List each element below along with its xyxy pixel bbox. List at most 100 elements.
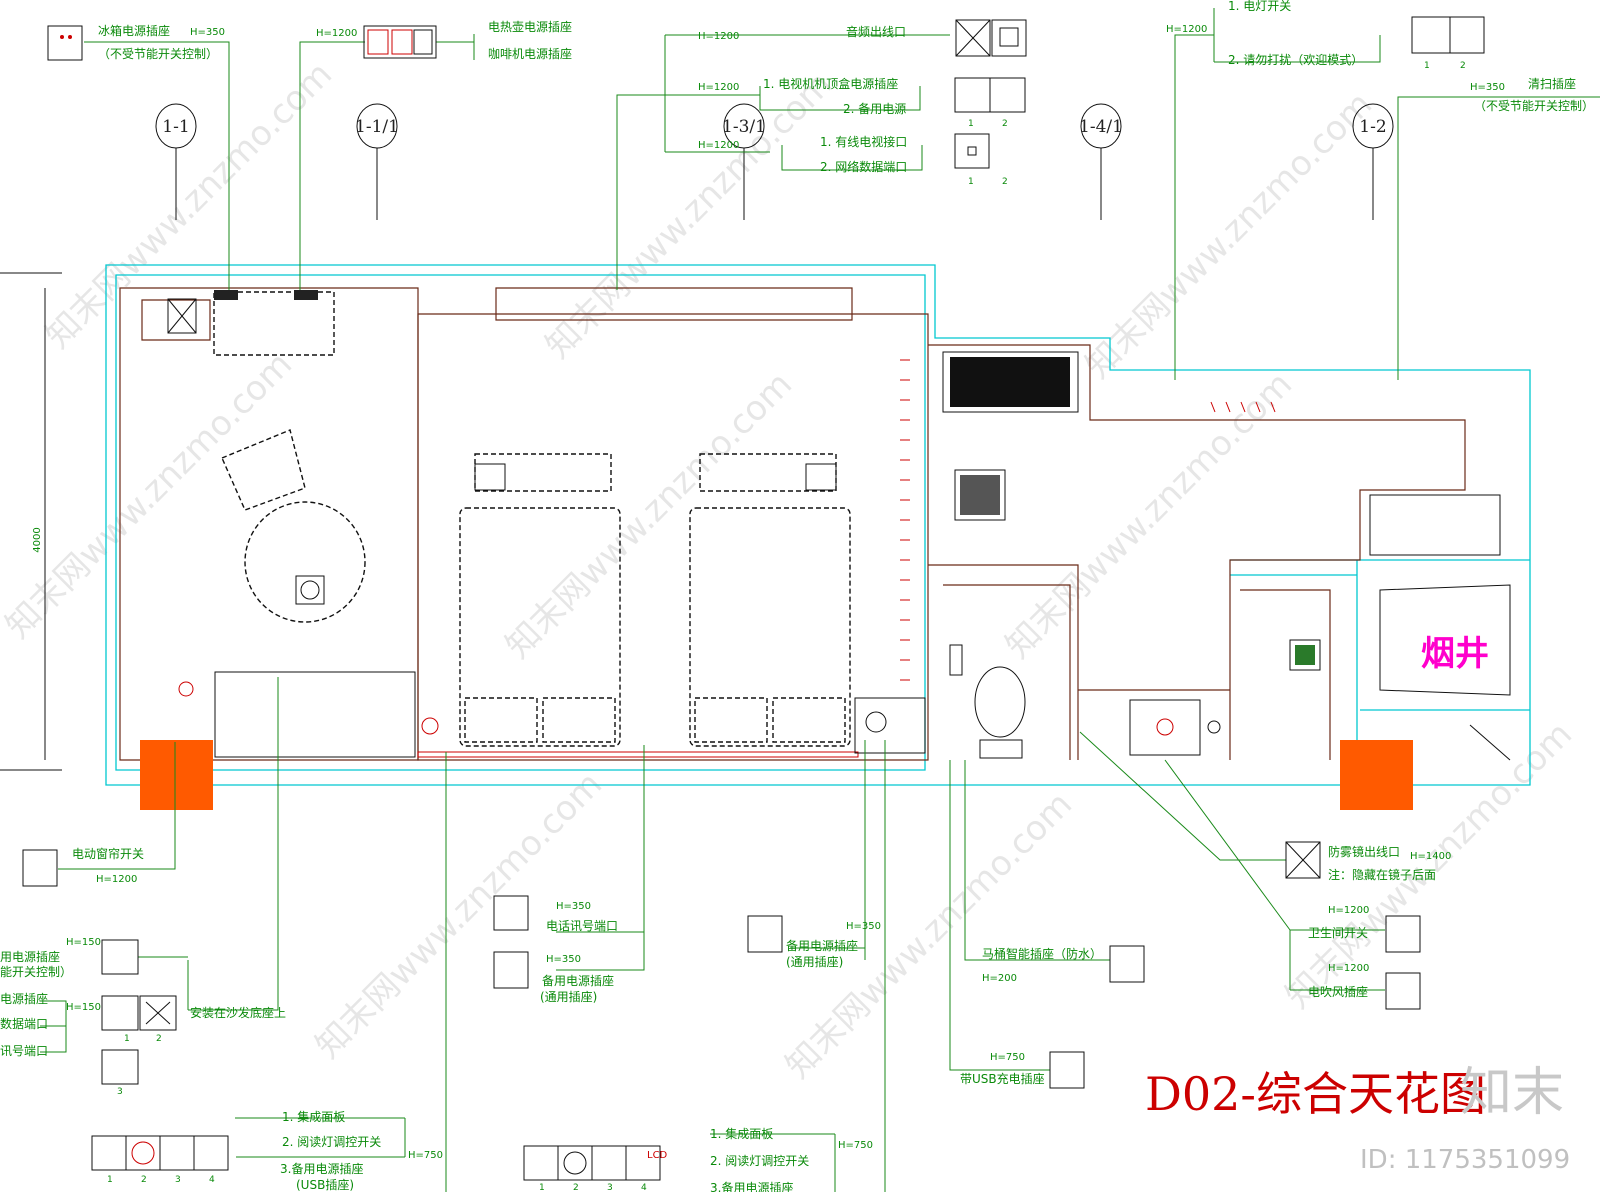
height-label: H=750 [990, 1052, 1025, 1063]
height-label: H=1200 [698, 82, 739, 93]
label: 1. 有线电视接口 [820, 134, 907, 149]
leader-lines [40, 8, 1600, 1192]
shaft-label: 烟井 [1421, 634, 1489, 674]
index-number: 1 [539, 1183, 545, 1192]
label: 1. 集成面板 [710, 1126, 773, 1141]
index-number: 1 [107, 1175, 113, 1185]
height-label: H=350 [846, 921, 881, 932]
label: 音频出线口 [846, 24, 906, 39]
watermark: 知末网www.znzmo.com [498, 364, 800, 666]
height-label: H=350 [556, 901, 591, 912]
label: 能开关控制） [0, 965, 72, 979]
height-label: H=1200 [1328, 963, 1369, 974]
height-label: H=350 [546, 954, 581, 965]
label: 带USB充电插座 [960, 1071, 1045, 1086]
watermark: 知末网www.znzmo.com [1078, 84, 1380, 386]
label: 电源插座 [0, 991, 48, 1006]
label: 1. 集成面板 [282, 1109, 345, 1124]
height-label: H=150 [66, 937, 101, 948]
index-number: 2 [573, 1183, 579, 1192]
label: 注：隐藏在镜子后面 [1328, 867, 1436, 882]
label: 讯号端口 [0, 1044, 48, 1058]
room-outline [105, 264, 1531, 786]
height-label: H=350 [190, 27, 225, 38]
label: 卫生间开关 [1308, 926, 1368, 940]
index-number: 2 [156, 1034, 162, 1044]
label: 2. 请勿打扰（欢迎模式） [1228, 52, 1363, 67]
index-number: 1 [968, 177, 974, 187]
index-number: 4 [209, 1175, 215, 1185]
height-label: H=1200 [96, 874, 137, 885]
logo: 知末 [1460, 1063, 1564, 1123]
lcd-label: LCD [647, 1150, 668, 1161]
walls [119, 287, 1466, 761]
index-number: 4 [641, 1183, 647, 1192]
index-number: 1 [124, 1034, 130, 1044]
watermark: 知末网www.znzmo.com [1278, 714, 1580, 1016]
height-label: H=1200 [1328, 905, 1369, 916]
label: （不受节能开关控制） [1474, 99, 1594, 113]
axis-bubble-label: 1-1 [162, 117, 189, 137]
label: 安装在沙发底座上 [190, 1005, 286, 1020]
watermark: 知末网www.znzmo.com [38, 54, 340, 356]
label: 冰箱电源插座 [98, 23, 170, 38]
height-label: H=150 [66, 1002, 101, 1013]
label: 清扫插座 [1528, 76, 1576, 91]
index-number: 3 [607, 1183, 613, 1192]
index-number: 2 [141, 1175, 147, 1185]
device-icons [22, 16, 1485, 1181]
watermark: 知末网www.znzmo.com [308, 764, 610, 1066]
label: (USB插座) [296, 1177, 354, 1192]
height-label: H=1200 [698, 31, 739, 42]
label: 2. 阅读灯调控开关 [282, 1135, 381, 1149]
index-number: 1 [968, 119, 974, 129]
axis-bubble-label: 1-4/1 [1079, 117, 1123, 137]
height-label: H=750 [408, 1150, 443, 1161]
label: 备用电源插座 [542, 973, 614, 988]
riser-block [1340, 740, 1413, 810]
label: 2. 备用电源 [843, 102, 906, 116]
label: 备用电源插座 [786, 938, 858, 953]
height-label: H=1200 [316, 28, 357, 39]
index-number: 3 [117, 1087, 123, 1097]
height-label: H=350 [1470, 82, 1505, 93]
bathroom-fixtures [942, 351, 1511, 761]
label: 2. 网络数据端口 [820, 159, 907, 174]
label: 电话讯号端口 [546, 919, 618, 933]
ac-vent-arrows [900, 359, 1276, 681]
index-number: 2 [1002, 177, 1008, 187]
index-number: 2 [1002, 119, 1008, 129]
height-label: H=1200 [698, 140, 739, 151]
index-number: 1 [1424, 61, 1430, 71]
axis-bubble-label: 1-3/1 [722, 117, 766, 137]
index-number: 3 [175, 1175, 181, 1185]
beds [421, 453, 926, 754]
label: (通用插座) [786, 954, 843, 969]
label: 3.备用电源插座 [710, 1180, 793, 1192]
height-label: H=200 [982, 973, 1017, 984]
dimension-value: 4000 [32, 527, 43, 552]
axis-bubbles: 1-1 1-1/1 1-3/1 1-4/1 1-2 [155, 103, 1394, 220]
watermark: 知末网www.znzmo.com [778, 784, 1080, 1086]
drawing-title: D02-综合天花图 [1145, 1067, 1486, 1121]
label: 马桶智能插座（防水） [982, 946, 1102, 961]
height-label: H=1200 [1166, 24, 1207, 35]
label: 防雾镜出线口 [1328, 844, 1400, 859]
curtain-motor-block [140, 740, 213, 810]
label: 电吹风插座 [1308, 984, 1368, 999]
label: 1. 电视机机顶盒电源插座 [763, 76, 898, 91]
dimension-line: 4000 [0, 272, 62, 771]
label: (通用插座) [540, 989, 597, 1004]
label: 电热壶电源插座 [488, 19, 572, 34]
label: 用电源插座 [0, 949, 60, 964]
label: 电动窗帘开关 [72, 846, 144, 861]
axis-bubble-label: 1-1/1 [355, 117, 399, 137]
label: 1. 电灯开关 [1228, 0, 1291, 13]
height-label: H=1400 [1410, 851, 1451, 862]
watermark: 知末网www.znzmo.com [998, 364, 1300, 666]
index-number: 2 [1460, 61, 1466, 71]
furniture-living [167, 290, 416, 758]
label: 2. 阅读灯调控开关 [710, 1154, 809, 1168]
